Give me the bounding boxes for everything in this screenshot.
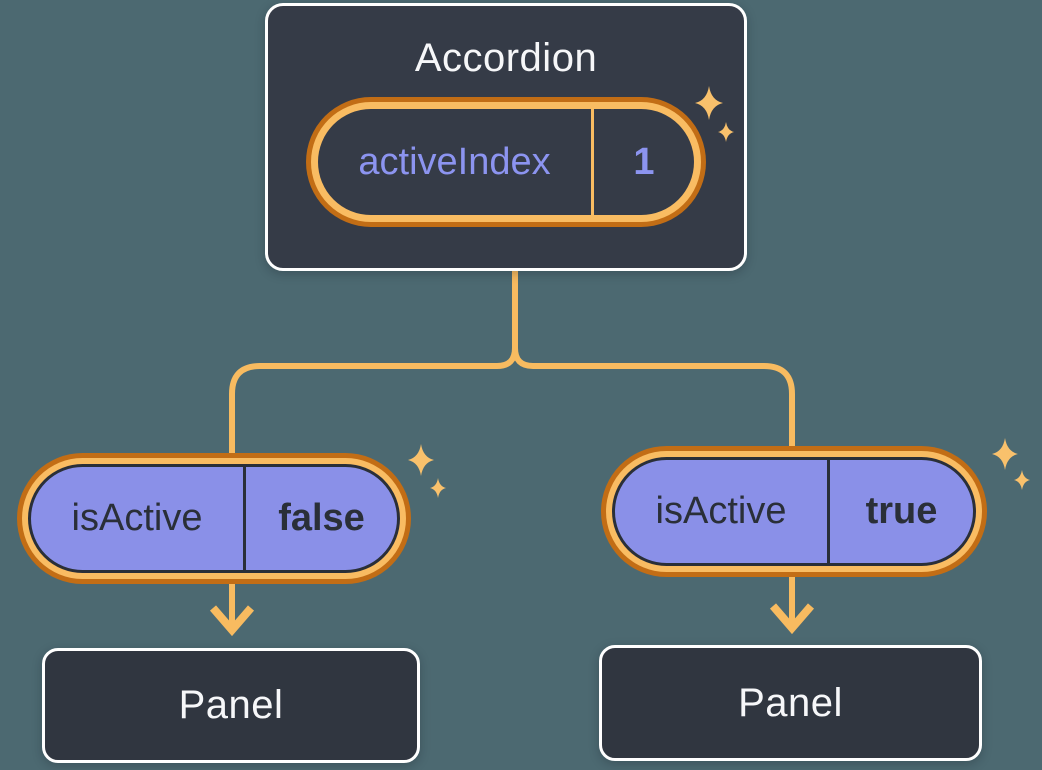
- state-value-label: 1: [633, 140, 655, 183]
- accordion-title: Accordion: [414, 36, 598, 80]
- state-value-label: false: [278, 497, 365, 539]
- state-key-label: isActive: [655, 490, 787, 532]
- arrowhead-down-icon: [769, 603, 815, 635]
- accordion-node: Accordion activeIndex 1: [265, 3, 747, 271]
- pill-outer-ring: activeIndex 1: [306, 97, 706, 227]
- branch-line-right: [512, 271, 795, 449]
- child-state-pill-left: isActive false: [17, 453, 411, 584]
- panel-node-right: Panel: [599, 645, 982, 761]
- state-value-label: true: [865, 490, 938, 532]
- pill-outer-ring: isActive false: [17, 453, 411, 584]
- child-state-pill-right: isActive true: [601, 446, 987, 577]
- pill-divider: [827, 460, 830, 563]
- pill-body: isActive true: [612, 457, 976, 566]
- state-key-label: activeIndex: [358, 140, 551, 183]
- arrowhead-down-icon: [209, 605, 255, 637]
- pill-inner-ring: activeIndex 1: [311, 102, 701, 222]
- pill-divider: [591, 109, 594, 215]
- pill-inner-ring: isActive false: [22, 458, 406, 579]
- branch-line-left: [229, 271, 518, 456]
- panel-node-left: Panel: [42, 648, 420, 763]
- pill-inner-ring: isActive true: [606, 451, 982, 572]
- state-key-label: isActive: [71, 497, 203, 539]
- pill-body: activeIndex 1: [318, 109, 694, 215]
- pill-outer-ring: isActive true: [601, 446, 987, 577]
- pill-divider: [243, 467, 246, 570]
- accordion-state-pill: activeIndex 1: [306, 97, 706, 227]
- pill-body: isActive false: [28, 464, 400, 573]
